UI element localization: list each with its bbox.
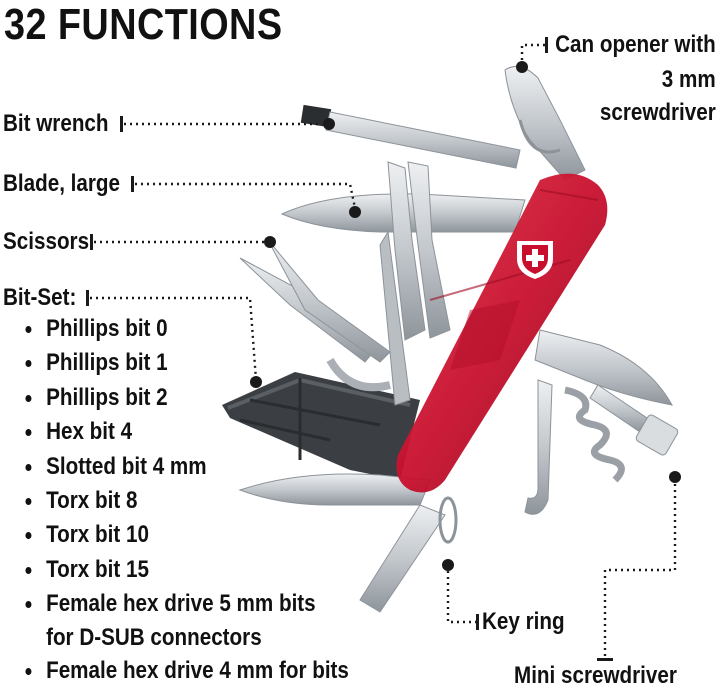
label-bit-set: Bit-Set: [3,284,77,311]
bullet-icon [25,429,32,437]
leader-lines [90,43,677,660]
label-blade-large: Blade, large [3,170,121,197]
list-item: Phillips bit 2 [22,381,349,415]
page-title: 32 FUNCTIONS [4,0,283,49]
label-can-opener-line1: Can opener with [555,31,716,58]
pliers [379,161,451,406]
mini-screwdriver-tool [589,384,679,456]
bullet-icon [25,326,32,333]
leader-endpoints [86,37,681,661]
list-item-continuation: for D-SUB connectors [46,623,262,651]
key-ring [438,496,458,544]
bullet-icon [25,463,32,471]
bullet-icon [25,394,32,402]
label-bit-wrench: Bit wrench [3,110,109,137]
bullet-icon [25,532,32,540]
list-item: Slotted bit 4 mm [22,450,349,484]
bottom-screwdriver [359,504,446,613]
bit-wrench [300,104,521,169]
bullet-icon [25,601,32,609]
label-key-ring: Key ring [482,608,565,635]
bullet-icon [25,667,32,675]
list-item: Torx bit 8 [22,484,349,518]
red-handle [396,173,608,493]
swiss-cross-emblem-icon [517,241,553,279]
list-item: Female hex drive 4 mm for bits [22,654,349,688]
list-item: Phillips bit 0 [22,312,349,346]
list-item: Torx bit 10 [22,518,349,552]
list-item: Hex bit 4 [22,415,349,449]
bullet-icon [25,566,32,574]
hook [524,379,553,515]
label-can-opener-line3: screwdriver [600,99,716,126]
bit-set-tray [222,372,420,480]
list-item: Phillips bit 1 [22,346,349,380]
label-scissors: Scissors [3,228,90,255]
bit-set-list: Phillips bit 0 Phillips bit 1 Phillips b… [22,312,402,688]
bullet-icon [25,360,32,368]
list-item: Torx bit 15 [22,553,349,587]
scissors [239,239,391,392]
label-mini-screwdriver: Mini screwdriver [514,662,677,689]
bullet-icon [25,498,32,506]
right-blade [534,329,673,406]
corkscrew [564,386,625,483]
label-can-opener-line2: 3 mm [662,66,716,93]
